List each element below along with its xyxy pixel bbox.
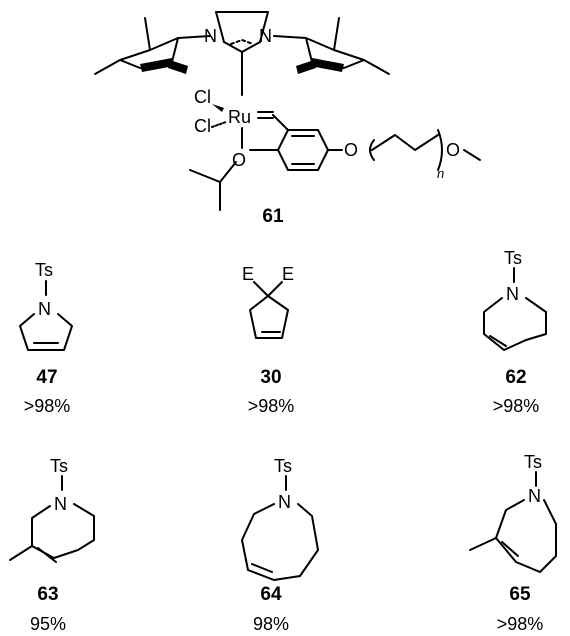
catalyst-atom-ru: Ru bbox=[228, 107, 251, 127]
catalyst-atom-o-methoxy: O bbox=[446, 140, 460, 160]
catalyst-atom-cl-bottom: Cl bbox=[194, 116, 211, 136]
product-62-id: 62 bbox=[505, 367, 526, 388]
product-63-structure bbox=[9, 475, 95, 563]
product-30-sub-label-1: E bbox=[242, 264, 254, 284]
product-65-structure bbox=[469, 471, 557, 573]
catalyst-61-atom-labels: N N Ru Cl Cl O O n O bbox=[194, 26, 460, 181]
product-64-id: 64 bbox=[260, 584, 282, 605]
catalyst-atom-o-ether: O bbox=[232, 150, 246, 170]
product-63-id: 63 bbox=[37, 584, 58, 605]
catalyst-61-structure bbox=[94, 11, 481, 211]
product-65-heteroatom: N bbox=[528, 486, 541, 506]
product-65-sub-label: Ts bbox=[524, 452, 542, 472]
product-47-yield: >98% bbox=[24, 396, 71, 416]
product-47-structure bbox=[19, 280, 73, 351]
product-30-sub-label-2: E bbox=[282, 264, 294, 284]
product-30-yield: >98% bbox=[248, 396, 295, 416]
product-64-heteroatom: N bbox=[278, 492, 291, 512]
product-62-heteroatom: N bbox=[506, 284, 519, 304]
product-62-yield: >98% bbox=[493, 396, 540, 416]
catalyst-id-label: 61 bbox=[262, 206, 284, 227]
catalyst-atom-o-chain: O bbox=[344, 140, 358, 160]
product-64-sub-label: Ts bbox=[274, 456, 292, 476]
catalyst-atom-n-left: N bbox=[204, 26, 217, 46]
product-62-structure bbox=[483, 267, 547, 351]
product-64-structure bbox=[241, 475, 319, 581]
product-65-yield: >98% bbox=[497, 614, 544, 634]
catalyst-atom-n-right: N bbox=[259, 26, 272, 46]
product-30-structure bbox=[249, 281, 289, 339]
product-65-id: 65 bbox=[509, 584, 531, 605]
product-63-yield: 95% bbox=[30, 614, 66, 634]
product-62-sub-label: Ts bbox=[504, 248, 522, 268]
catalyst-repeat-subscript: n bbox=[437, 166, 444, 181]
product-63-heteroatom: N bbox=[54, 494, 67, 514]
product-47-heteroatom: N bbox=[38, 299, 51, 319]
product-47-id: 47 bbox=[36, 367, 57, 388]
product-47-sub-label: Ts bbox=[35, 260, 53, 280]
catalyst-atom-cl-top: Cl bbox=[194, 87, 211, 107]
product-63-sub-label: Ts bbox=[50, 456, 68, 476]
product-64-yield: 98% bbox=[253, 614, 289, 634]
product-30-id: 30 bbox=[260, 367, 281, 388]
